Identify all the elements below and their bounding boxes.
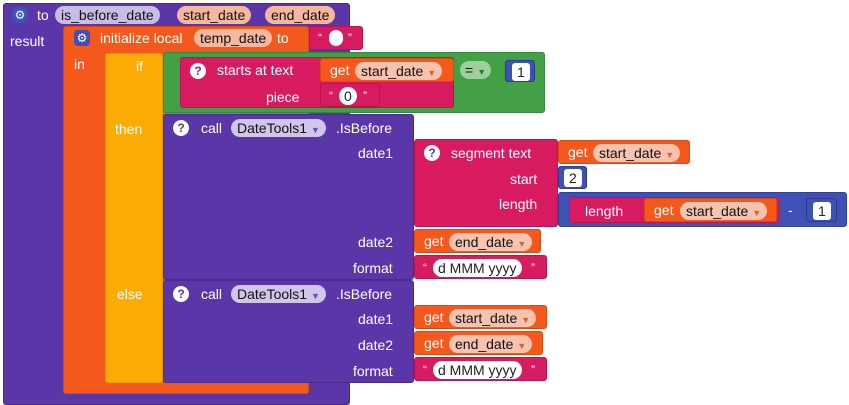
get-start-date-block[interactable]: get start_date▼ [320,58,454,82]
variable-dropdown[interactable]: start_date▼ [593,144,681,162]
get-label: get [424,233,444,249]
procedure-name-field[interactable]: is_before_date [55,6,160,24]
format-label: format [353,260,393,276]
param-end-date[interactable]: end_date [265,6,336,24]
date1-label: date1 [358,311,394,327]
date2-label: date2 [358,337,394,353]
number-field[interactable]: 1 [813,202,831,220]
help-icon[interactable]: ? [190,63,206,79]
help-icon[interactable]: ? [173,286,189,302]
dropdown-arrow-icon: ▼ [521,315,531,325]
call-label: call [201,120,223,136]
date1-label: date1 [358,145,394,161]
close-quote: ” [348,31,352,45]
help-icon[interactable]: ? [173,120,189,136]
get-label: get [568,144,588,160]
segment-block[interactable]: ? segment text start length [414,139,558,227]
get-start-date-block[interactable]: get start_date▼ [414,305,547,329]
variable-dropdown[interactable]: end_date▼ [449,233,533,251]
call-isbefore-block-else[interactable]: ? call DateTools1▼ .IsBefore date1 date2… [163,280,414,383]
date2-label: date2 [358,234,394,250]
compare-operator-dropdown[interactable]: =▼ [460,61,492,79]
dropdown-arrow-icon: ▼ [752,208,762,218]
param-start-date[interactable]: start_date [177,6,252,24]
format-label: format [353,363,393,379]
string-field[interactable]: 0 [339,87,357,105]
then-label: then [115,121,143,137]
variable-dropdown[interactable]: start_date▼ [449,309,537,327]
format-string-block[interactable]: “ d MMM yyyy ” [414,357,547,381]
dropdown-arrow-icon: ▼ [517,341,527,351]
empty-string-block[interactable]: “ ” [309,26,363,50]
empty-string-field[interactable] [329,30,343,46]
minus-label: - [788,202,793,218]
in-label: in [74,56,85,72]
close-quote: ” [363,89,367,103]
starts-at-label: starts at text [217,62,294,78]
if-label: if [136,58,143,74]
number-block-1[interactable]: 1 [505,60,535,82]
dropdown-arrow-icon: ▼ [517,239,527,249]
string-field[interactable]: d MMM yyyy [433,259,522,277]
length-label: length [585,203,624,219]
method-label: .IsBefore [336,286,393,302]
call-isbefore-block-then[interactable]: ? call DateTools1▼ .IsBefore date1 date2… [163,114,414,280]
get-start-date-block[interactable]: get start_date▼ [558,140,690,164]
string-block-0[interactable]: “ 0 ” [320,83,380,107]
length-label: length [499,196,538,212]
local-to-label: to [277,30,289,46]
get-label: get [424,335,444,351]
variable-dropdown[interactable]: end_date▼ [449,335,533,353]
dropdown-arrow-icon: ▼ [427,68,437,78]
call-label: call [201,286,223,302]
dropdown-arrow-icon: ▼ [665,150,675,160]
number-field[interactable]: 1 [512,63,530,81]
number-block-1[interactable]: 1 [806,198,837,222]
get-label: get [330,62,350,78]
local-var-field[interactable]: temp_date [194,29,273,47]
string-field[interactable]: d MMM yyyy [433,361,522,379]
initialize-local-label: initialize local [100,30,183,46]
open-quote: “ [423,261,427,275]
get-label: get [654,202,674,218]
number-field[interactable]: 2 [564,169,582,187]
get-label: get [424,309,444,325]
dropdown-arrow-icon: ▼ [311,291,320,301]
close-quote: ” [531,363,535,377]
component-dropdown[interactable]: DateTools1▼ [231,119,326,137]
open-quote: “ [329,89,333,103]
number-block-2[interactable]: 2 [558,166,587,189]
if-else-block[interactable]: if then else [105,53,163,383]
variable-dropdown[interactable]: start_date▼ [680,202,768,220]
segment-label: segment text [451,145,532,161]
else-label: else [117,286,143,302]
open-quote: “ [423,363,427,377]
get-end-date-block[interactable]: get end_date▼ [414,331,543,355]
result-label: result [10,33,45,49]
format-string-block[interactable]: “ d MMM yyyy ” [414,255,547,279]
method-label: .IsBefore [336,120,393,136]
close-quote: ” [531,261,535,275]
help-icon[interactable]: ? [424,145,440,161]
start-label: start [510,171,538,187]
gear-icon[interactable]: ⚙ [74,30,90,46]
dropdown-arrow-icon: ▼ [311,125,320,135]
get-end-date-block[interactable]: get end_date▼ [414,229,541,253]
piece-label: piece [266,89,300,105]
to-label: to [37,7,49,23]
variable-dropdown[interactable]: start_date▼ [355,62,443,80]
get-start-date-block[interactable]: get start_date▼ [644,198,777,222]
dropdown-arrow-icon: ▼ [477,67,487,77]
open-quote: “ [318,31,322,45]
component-dropdown[interactable]: DateTools1▼ [231,285,326,303]
gear-icon[interactable]: ⚙ [12,7,28,23]
